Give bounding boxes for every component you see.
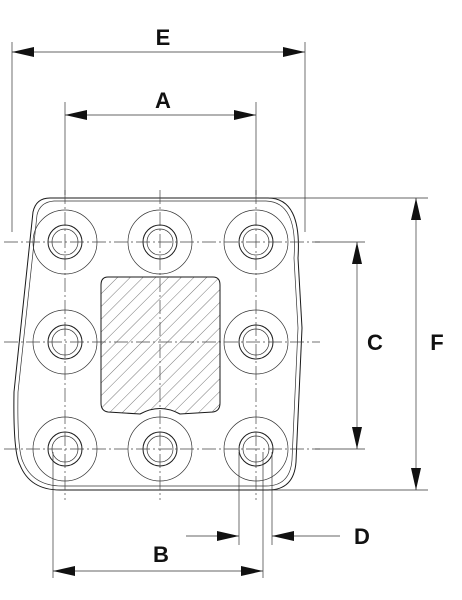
plate-outline (13, 197, 303, 491)
label-b: B (153, 542, 169, 567)
center-cutout (100, 276, 221, 415)
label-d: D (354, 524, 370, 549)
dimension-lines (12, 47, 421, 576)
label-c: C (367, 330, 383, 355)
label-e: E (156, 25, 171, 50)
label-f: F (430, 330, 443, 355)
dimension-labels: E A F C B D (153, 25, 444, 567)
centerlines (4, 190, 320, 500)
label-a: A (155, 88, 171, 113)
